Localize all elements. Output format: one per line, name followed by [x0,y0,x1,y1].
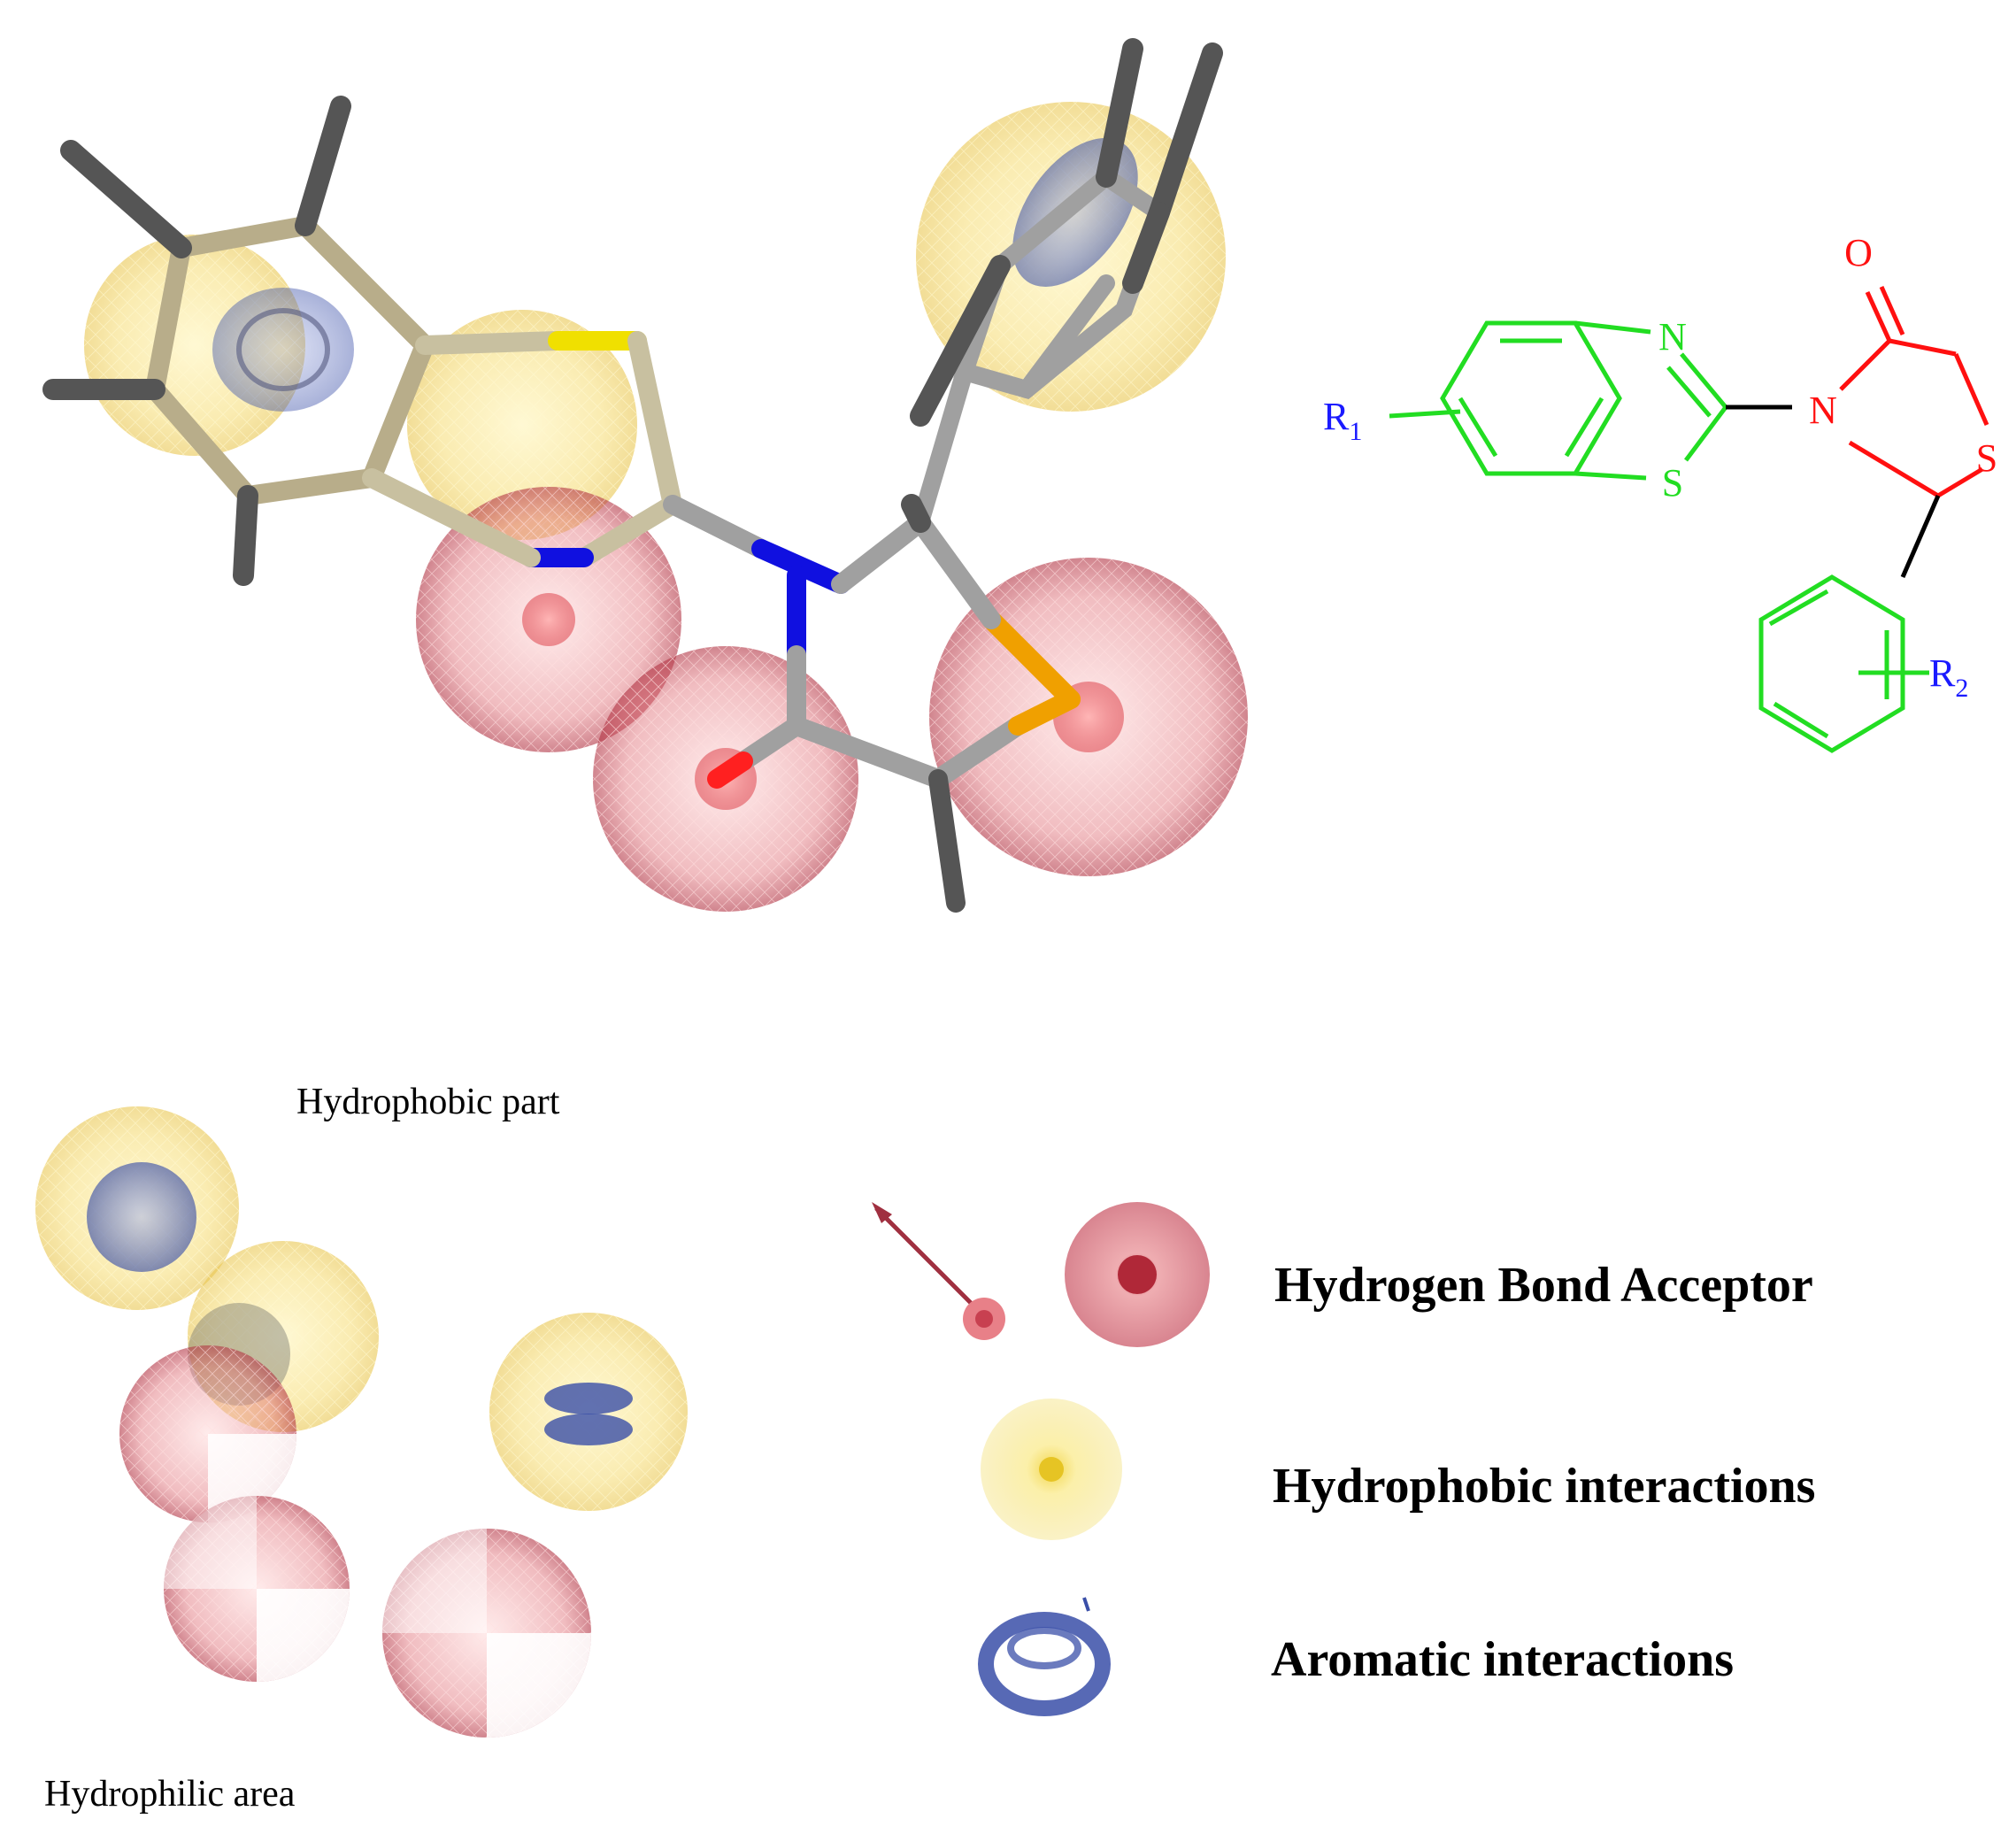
label-hydrophilic-area: Hydrophilic area [44,1774,296,1815]
structure-atom-labels: N S N S O R1 R2 [1323,231,1997,703]
atom-o-carbonyl: O [1844,231,1873,274]
label-hydrophobic-part: Hydrophobic part [296,1082,560,1122]
aromatic-ring-feature [236,308,330,391]
aromatic-ring-feature [544,1414,633,1445]
legend-label-aromatic: Aromatic interactions [1271,1632,1734,1687]
legend-acceptor-symbol [872,1202,1210,1347]
acceptor-sphere [119,1345,296,1522]
substituent-r1: R1 [1323,395,1362,446]
chemical-structure-2d [1389,285,1989,753]
aromatic-ring-feature [212,288,354,412]
atom-s-thiazolidinone: S [1976,436,1997,480]
aromatic-ring-feature [87,1162,196,1272]
atom-n-benzothiazole: N [1658,315,1687,358]
hydrophobic-sphere [407,310,637,540]
legend-label-hydrophobic: Hydrophobic interactions [1273,1459,1815,1514]
legend-label-acceptor: Hydrogen Bond Acceptor [1274,1258,1813,1313]
pharmacophore-features [35,1106,688,1738]
ligand-3d-model [42,38,1248,913]
acceptor-sphere [416,487,681,752]
atom-s-benzothiazole: S [1662,461,1683,505]
legend-aromatic-symbol [978,1597,1111,1716]
acceptor-sphere [382,1529,591,1738]
substituent-r2: R2 [1929,651,1968,703]
atom-n-thiazolidinone: N [1809,389,1837,432]
legend: Hydrogen Bond Acceptor Hydrophobic inter… [872,1202,1815,1716]
legend-hydrophobic-symbol [981,1399,1122,1540]
acceptor-sphere [164,1496,350,1682]
aromatic-ring-feature [544,1383,633,1414]
